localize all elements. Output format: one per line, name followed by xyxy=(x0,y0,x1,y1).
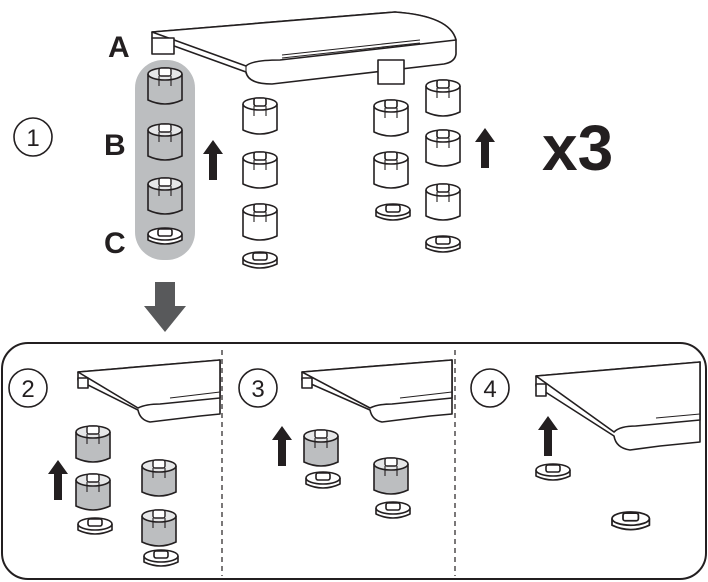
monitor-stand-icon xyxy=(301,359,453,423)
leg-segment-icon xyxy=(75,425,111,463)
leg-segment-icon xyxy=(373,151,409,189)
foot-pad-icon xyxy=(305,471,341,489)
monitor-stand-icon xyxy=(77,359,221,423)
leg-stack-right-1 xyxy=(373,99,411,221)
leg-segment-icon xyxy=(242,97,278,135)
leg-segment-icon xyxy=(242,151,278,189)
leg-segment-icon xyxy=(425,129,461,167)
foot-pad-icon xyxy=(375,203,411,221)
leg-segment-icon xyxy=(141,509,177,547)
leg-segment-icon xyxy=(373,457,409,495)
label-c: C xyxy=(104,227,126,260)
step-3-panel: 3 xyxy=(238,359,453,519)
leg-segment-icon xyxy=(425,183,461,221)
leg-segment-icon xyxy=(373,99,409,137)
foot-pad-icon xyxy=(611,511,651,531)
leg-segment-icon xyxy=(141,459,177,497)
foot-pad-icon xyxy=(242,251,278,269)
up-arrow-icon xyxy=(475,128,495,168)
foot-pad-icon xyxy=(375,501,411,519)
foot-pad-icon xyxy=(77,517,113,535)
up-arrow-icon xyxy=(203,140,223,180)
leg-segment-icon xyxy=(242,203,278,241)
foot-pad-icon xyxy=(147,227,183,245)
leg-segment-icon xyxy=(147,177,183,215)
label-a: A xyxy=(108,31,130,64)
leg-segment-icon xyxy=(303,429,339,467)
foot-pad-icon xyxy=(143,549,179,567)
monitor-stand-icon xyxy=(151,11,457,85)
foot-pad-icon xyxy=(425,235,461,253)
step-4-panel: 4 xyxy=(470,361,701,531)
monitor-stand-icon xyxy=(535,361,701,451)
step-3-number: 3 xyxy=(251,376,264,403)
leg-stack-right-2 xyxy=(425,79,461,253)
step-4-number: 4 xyxy=(483,376,496,403)
leg-segment-icon xyxy=(147,67,183,105)
step-2-panel: 2 xyxy=(8,359,221,567)
foot-pad-icon xyxy=(535,463,571,481)
step-1-marker: 1 xyxy=(13,117,53,157)
leg-segment-icon xyxy=(425,79,461,117)
step-2-number: 2 xyxy=(21,376,34,403)
label-b: B xyxy=(104,129,126,162)
leg-segment-icon xyxy=(147,123,183,161)
down-arrow-icon xyxy=(144,282,186,332)
step-1-number: 1 xyxy=(26,125,39,152)
multiplier-label: x3 xyxy=(542,112,613,184)
leg-stack-left xyxy=(242,97,278,269)
leg-segment-icon xyxy=(75,473,111,511)
